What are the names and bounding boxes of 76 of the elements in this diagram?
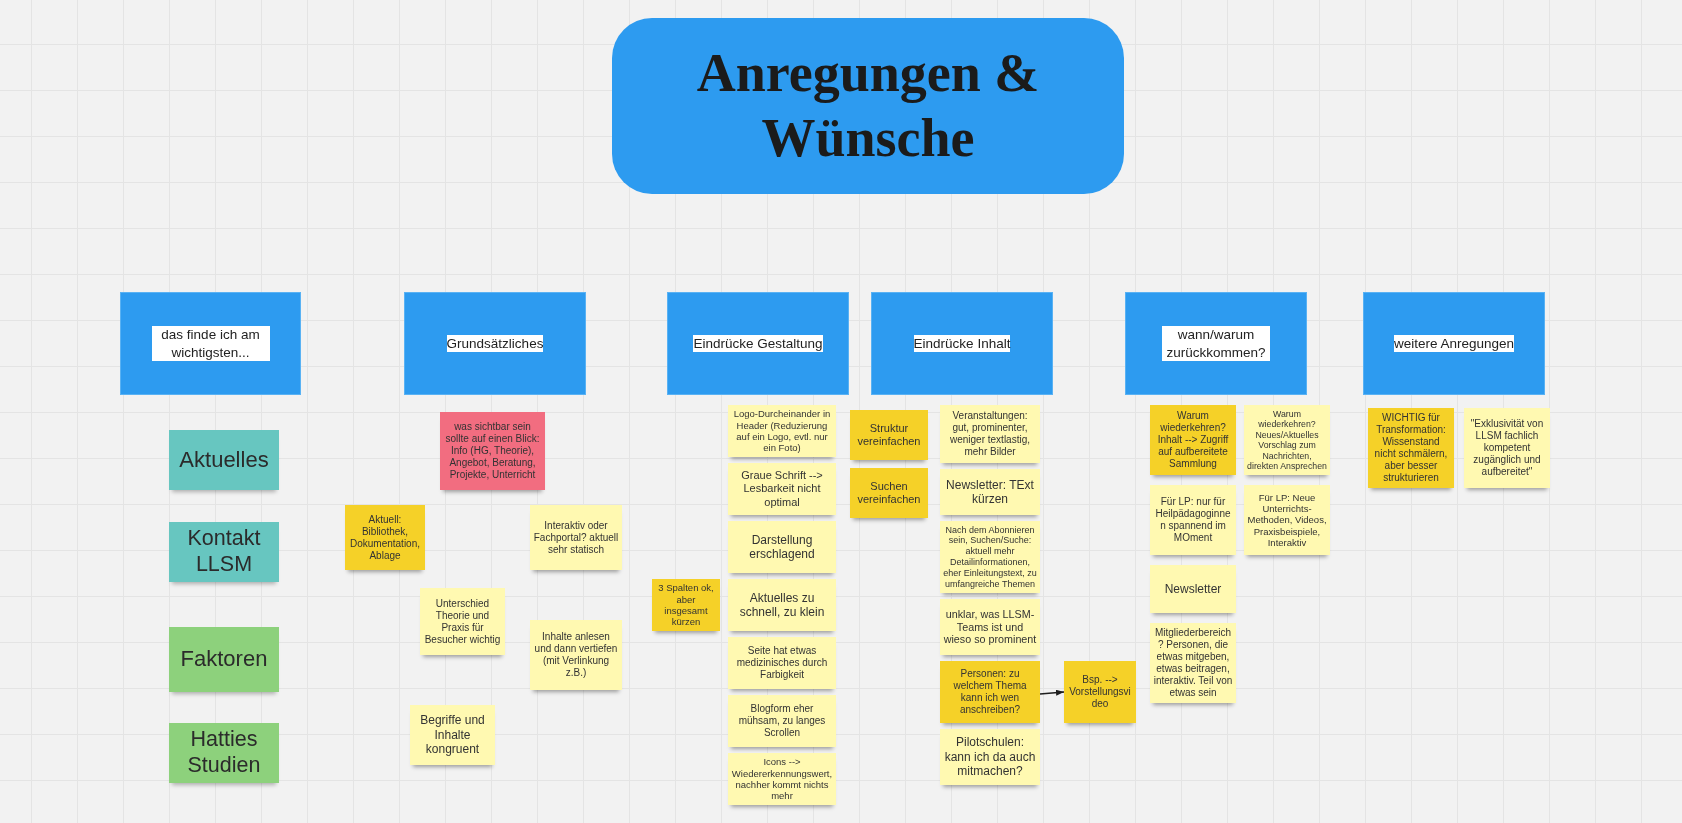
column-heading: wann/warum zurückkommen? — [1162, 325, 1270, 362]
column-heading: Eindrücke Gestaltung — [693, 334, 823, 353]
topic-card — [169, 627, 279, 692]
sticky-note — [728, 695, 836, 747]
sticky-note — [728, 463, 836, 515]
column-header-box — [667, 292, 849, 395]
note-text: WICHTIG für Transformation: Wissenstand nicht schmälern, aber besser strukturieren — [1373, 412, 1449, 484]
column-header-box — [120, 292, 301, 395]
sticky-note — [440, 412, 545, 490]
note-text: Seite hat etwas medizinisches durch Farbigkeit — [735, 645, 829, 681]
sticky-note — [1244, 485, 1330, 555]
sticky-note — [940, 469, 1040, 515]
column-header-box — [871, 292, 1053, 395]
note-text: Unterschied Theorie und Praxis für Besucher wichtig — [423, 597, 502, 646]
topic-card — [169, 723, 279, 783]
sticky-note — [940, 661, 1040, 723]
sticky-note — [728, 579, 836, 631]
note-text: Für LP: nur für Heilpädagoginnen spannend im MOment — [1154, 496, 1232, 544]
topic-card — [169, 522, 279, 582]
sticky-note — [940, 405, 1040, 463]
card-text: Aktuelles — [179, 446, 269, 474]
sticky-note — [850, 468, 928, 518]
column-heading: Grundsätzliches — [446, 334, 544, 353]
sticky-note — [1064, 661, 1136, 723]
sticky-note — [530, 505, 622, 570]
note-text: was sichtbar sein sollte auf einen Blick: Info (HG, Theorie), Angebot, Beratung, Projekte, Unterricht — [444, 421, 541, 481]
note-text: unklar, was LLSM-Teams ist und wieso so prominent — [943, 607, 1037, 647]
note-text: Warum wiederkehren? Neues/Aktuelles Vorschlag zum Nachrichten, direkten Ansprechen — [1247, 408, 1327, 472]
note-text: Warum wiederkehren? Inhalt --> Zugriff auf aufbereitete Sammlung — [1156, 410, 1230, 470]
sticky-note — [1464, 408, 1550, 488]
note-text: Icons --> Wiedererkennungswert, nachher kommt nichts mehr — [731, 756, 833, 802]
note-text: "Exklusivität von LLSM fachlich kompetent zugänglich und aufbereitet" — [1469, 418, 1545, 478]
sticky-note — [420, 588, 505, 655]
sticky-note — [850, 410, 928, 460]
sticky-note — [410, 705, 495, 765]
column-heading: das finde ich am wichtigsten... — [151, 325, 270, 362]
note-text: Darstellung erschlagend — [748, 532, 816, 562]
card-text: Faktoren — [180, 646, 268, 673]
note-text: Begriffe und Inhalte kongruent — [419, 713, 486, 757]
column-header-box — [404, 292, 586, 395]
sticky-note — [940, 599, 1040, 655]
note-text: Personen: zu welchem Thema kann ich wen anschreiben? — [952, 668, 1028, 716]
arrow — [1039, 689, 1065, 696]
note-text: Graue Schrift --> Lesbarkeit nicht optimal — [740, 469, 824, 509]
title-text: Anregungen & Wünsche — [695, 42, 1041, 170]
note-text: Aktuell: Bibliothek, Dokumentation, Ablage — [348, 513, 421, 562]
note-text: Nach dem Abonnieren sein, Suchen/Suche: aktuell mehr Detailinformationen, eher Einleitungstext, zu umfangreiche Themen — [943, 524, 1037, 590]
sticky-note — [345, 505, 425, 570]
card-text: Hatties Studien — [186, 727, 262, 779]
note-text: Veranstaltungen: gut, prominenter, weniger textlastig, mehr Bilder — [948, 410, 1031, 458]
note-text: Newsletter: TExt kürzen — [945, 477, 1035, 507]
note-text: Inhalte anlesen und dann vertiefen (mit Verlinkung z.B.) — [533, 631, 619, 679]
topic-card — [169, 430, 279, 490]
column-heading: weitere Anregungen — [1393, 334, 1515, 353]
note-text: Pilotschulen: kann ich da auch mitmachen? — [943, 735, 1037, 779]
note-text: Blogform eher mühsam, zu langes Scrollen — [737, 703, 827, 739]
note-text: Logo-Durcheinander in Header (Reduzierung auf ein Logo, evtl. nur ein Foto) — [732, 408, 832, 454]
note-text: Newsletter — [1164, 581, 1222, 597]
note-text: Interaktiv oder Fachportal? aktuell sehr statisch — [533, 519, 619, 556]
note-text: Für LP: Neue Unterrichts- Methoden, Videos, Praxisbeispiele, Interaktiv — [1247, 491, 1327, 549]
note-text: Struktur vereinfachen — [856, 421, 922, 449]
sticky-note — [940, 729, 1040, 785]
column-header-box — [1363, 292, 1545, 395]
column-header-box — [1125, 292, 1307, 395]
sticky-note — [728, 521, 836, 573]
note-text: Aktuelles zu schnell, zu klein — [738, 590, 826, 620]
note-text: Bsp. --> Vorstellungsvideo — [1068, 674, 1132, 710]
note-text: Suchen vereinfachen — [856, 479, 922, 507]
sticky-note — [530, 620, 622, 690]
note-text: 3 Spalten ok, aber insgesamt kürzen — [657, 582, 715, 628]
note-text: Mitgliederbereich ? Personen, die etwas mitgeben, etwas beitragen, interaktiv. Teil von etwas sein — [1153, 627, 1233, 699]
card-text: Kontakt LLSM — [186, 526, 262, 578]
sticky-note — [1150, 565, 1236, 613]
sticky-note — [1150, 405, 1236, 475]
sticky-note — [728, 637, 836, 689]
sticky-note — [1150, 485, 1236, 555]
